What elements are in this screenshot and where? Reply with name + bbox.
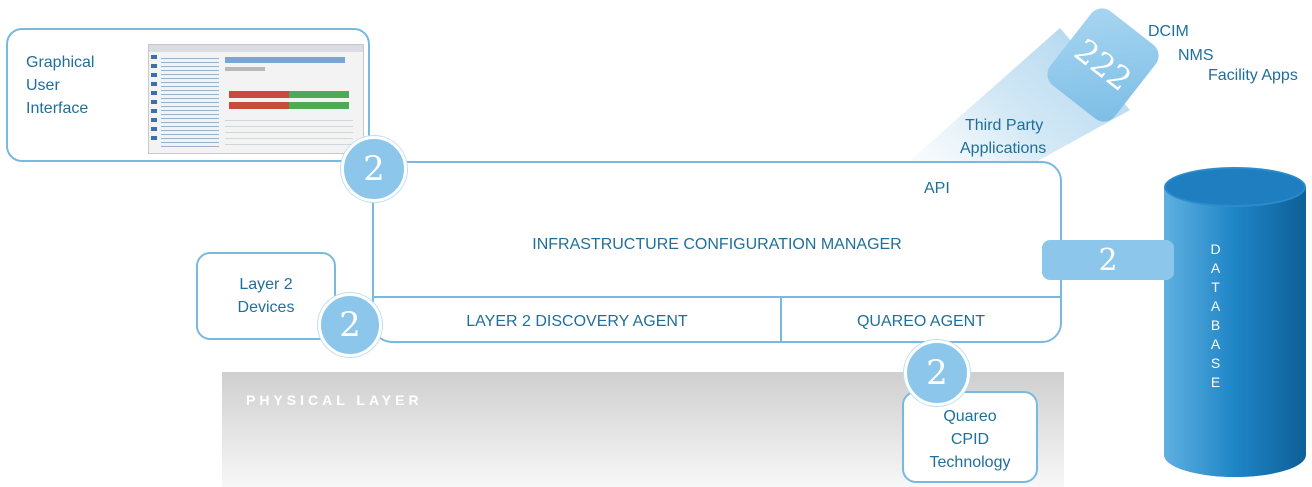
database-connector-icon[interactable]: 2 — [1042, 240, 1174, 280]
gui-label: Graphical User Interface — [26, 51, 94, 120]
database-letter: E — [1210, 374, 1222, 390]
api-label: API — [924, 180, 950, 197]
layer2-devices-label-line: Devices — [237, 299, 295, 316]
third-party-app-dcim: DCIM — [1148, 23, 1189, 40]
quareo-agent-label: QUAREO AGENT — [856, 313, 986, 330]
gui-box[interactable]: Graphical User Interface — [6, 28, 370, 162]
gui-connector-icon[interactable]: 2 — [341, 136, 407, 202]
database-letter: A — [1210, 298, 1222, 314]
layer2-devices-box[interactable]: Layer 2 Devices — [196, 252, 336, 340]
quareo-connector-icon[interactable]: 2 — [904, 340, 970, 406]
layer2-connector-icon[interactable]: 2 — [318, 293, 382, 357]
database-letter: A — [1210, 260, 1222, 276]
database-letter: T — [1211, 279, 1221, 295]
icm-title: INFRASTRUCTURE CONFIGURATION MANAGER — [532, 236, 902, 253]
gui-label-line: User — [26, 77, 60, 94]
third-party-label-line: Applications — [960, 140, 1047, 157]
third-party-app-nms: NMS — [1178, 47, 1214, 64]
gui-label-line: Interface — [26, 100, 89, 117]
layer2-devices-label: Layer 2 Devices — [198, 273, 334, 319]
layer2-discovery-agent-label: LAYER 2 DISCOVERY AGENT — [466, 313, 688, 330]
agent-divider-horizontal — [374, 296, 1060, 298]
database-letter: B — [1210, 317, 1222, 333]
database-label: D A T A B A S E — [1206, 240, 1226, 392]
physical-layer-label: PHYSICAL LAYER — [246, 392, 423, 408]
quareo-cpid-label-line: CPID — [950, 431, 990, 448]
third-party-app-facility: Facility Apps — [1208, 67, 1298, 84]
quareo-cpid-label-line: Quareo — [943, 408, 997, 425]
quareo-cpid-label-line: Technology — [929, 454, 1011, 471]
third-party-label: Third Party Applications — [960, 114, 1084, 160]
database-letter: A — [1210, 336, 1222, 352]
database-letter: D — [1210, 241, 1222, 257]
icm-box[interactable]: INFRASTRUCTURE CONFIGURATION MANAGER API… — [372, 161, 1062, 343]
third-party-label-line: Third Party — [965, 117, 1044, 134]
database-letter: S — [1210, 355, 1222, 371]
quareo-cpid-label: Quareo CPID Technology — [904, 405, 1036, 474]
quareo-cpid-box[interactable]: Quareo CPID Technology — [902, 391, 1038, 483]
layer2-devices-label-line: Layer 2 — [239, 276, 293, 293]
gui-label-line: Graphical — [26, 54, 95, 71]
database-cylinder — [1164, 167, 1306, 477]
gui-screenshot-thumbnail — [148, 44, 364, 154]
agent-divider-vertical — [780, 296, 782, 341]
